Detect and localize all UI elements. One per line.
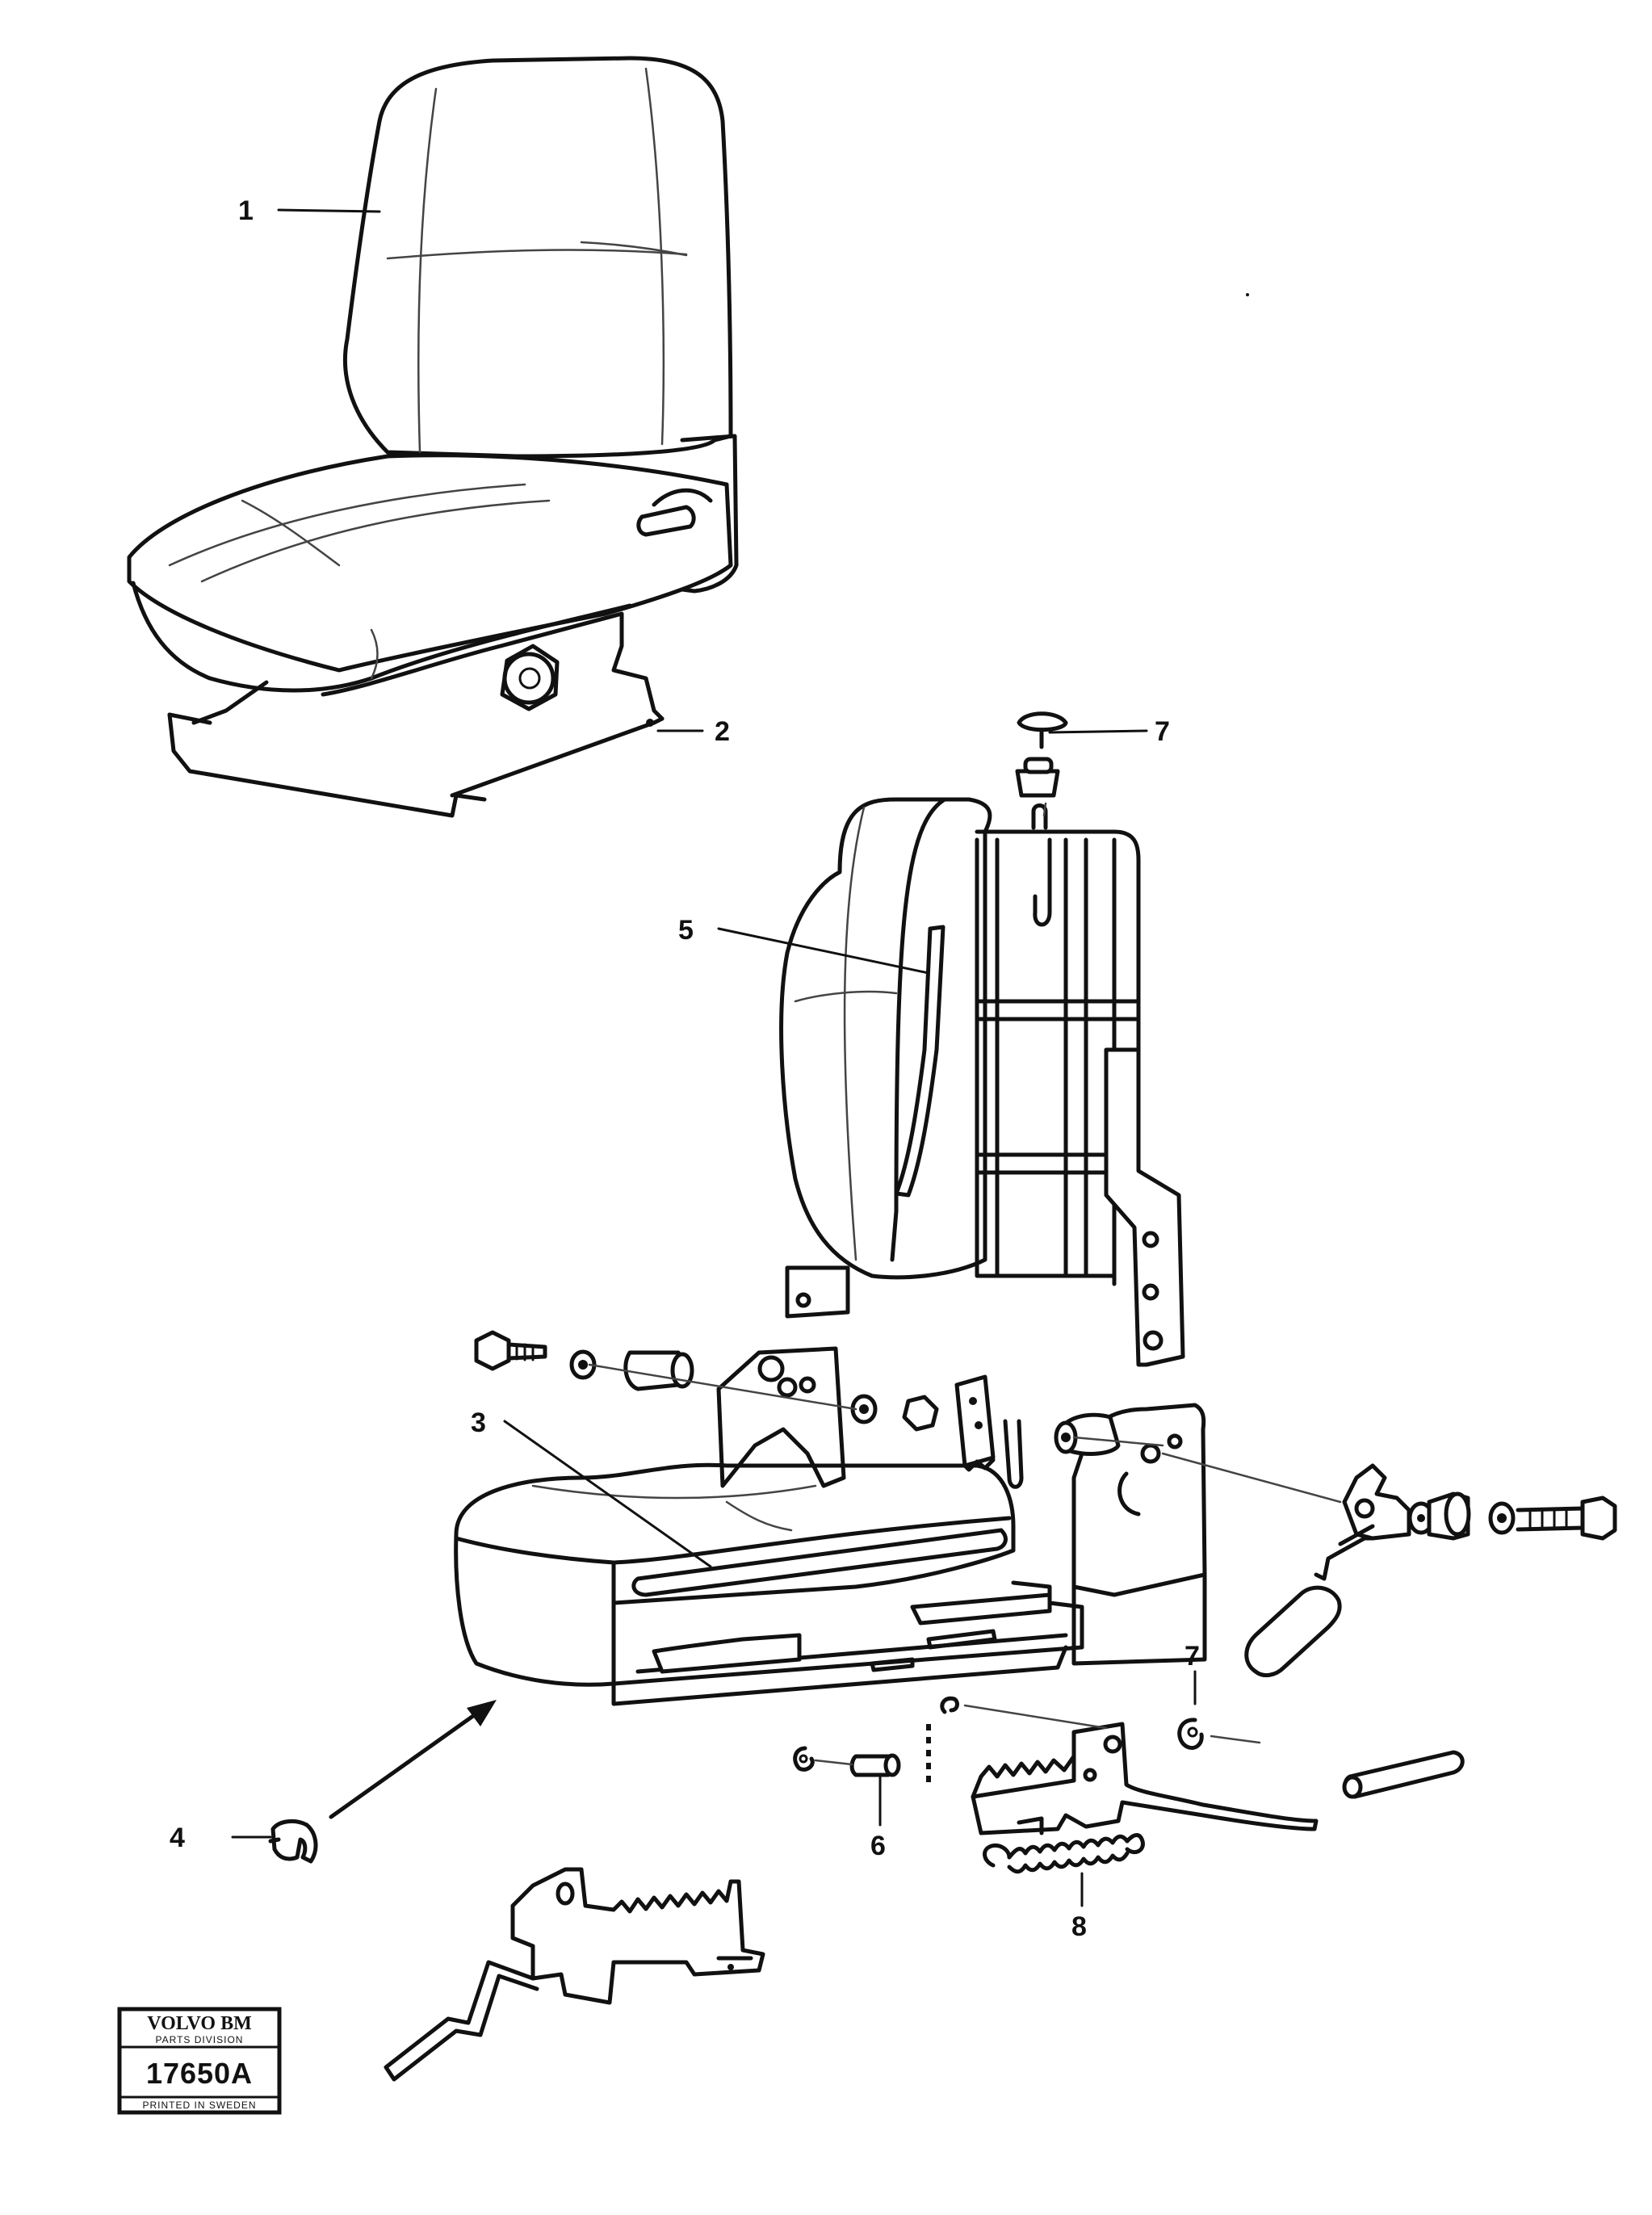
assembled-seat — [127, 56, 739, 818]
callout-3: 3 — [471, 1407, 486, 1438]
leader-lines — [231, 208, 1342, 1907]
callout-7-top: 7 — [1155, 716, 1170, 747]
parts-stamp: VOLVO BM PARTS DIVISION 17650A PRINTED I… — [117, 2007, 282, 2115]
stamp-division: PARTS DIVISION — [156, 2034, 244, 2045]
callout-4: 4 — [170, 1823, 185, 1853]
backrest-with-frame — [779, 711, 1185, 1367]
callout-7-mid: 7 — [1184, 1641, 1200, 1672]
stamp-printed: PRINTED IN SWEDEN — [142, 2100, 256, 2111]
stamp-brand: VOLVO BM — [147, 2013, 252, 2034]
stamp-code: 17650A — [146, 2057, 253, 2090]
callout-8: 8 — [1071, 1911, 1087, 1942]
seat-base-assembly — [268, 1330, 1617, 2082]
callout-1: 1 — [238, 195, 254, 226]
callout-6: 6 — [870, 1831, 886, 1861]
callout-2: 2 — [715, 716, 730, 747]
callout-numbers: 1 2 7 5 3 7 4 6 8 — [170, 195, 1200, 1942]
callout-5: 5 — [678, 915, 694, 946]
